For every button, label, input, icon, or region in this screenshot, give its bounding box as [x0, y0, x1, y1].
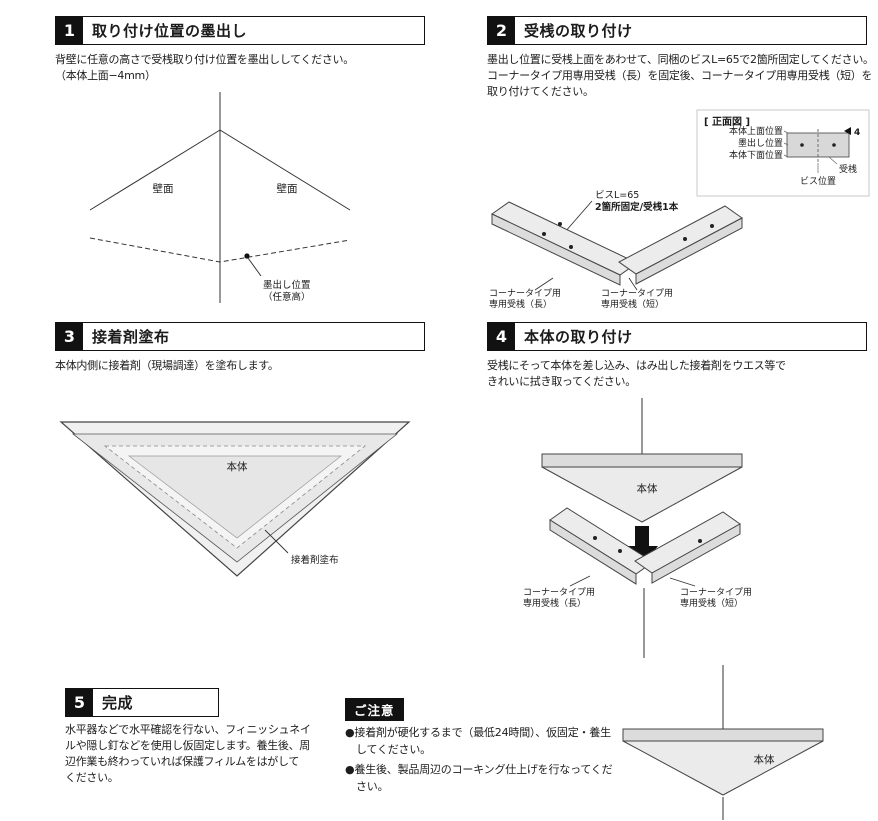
step-2-title: 受桟の取り付け [524, 22, 633, 40]
label-screw-position: ビス位置 [800, 175, 836, 187]
diagram-step1-marking: 壁面 壁面 墨出し位置 （任意高） [89, 92, 351, 303]
step-5-header: 5 完成 [65, 688, 219, 717]
body-panel-shape [59, 421, 411, 577]
body-shape [622, 728, 824, 796]
rail-short-shape [618, 205, 743, 285]
label-rail-long-1: コーナータイプ用 [523, 587, 595, 598]
step-1-body: 背壁に任意の高さで受桟取り付け位置を墨出ししてください。 （本体上面−4mm） [55, 53, 354, 82]
label-rail-short-2: 専用受桟（短） [601, 298, 664, 310]
glue-leader-line [264, 529, 289, 554]
step-1-number-badge: 1 [56, 17, 83, 44]
step-2-header: 2 受桟の取り付け [487, 16, 867, 45]
step-1-title: 取り付け位置の墨出し [92, 22, 248, 40]
label-rail-short-2: 専用受桟（短） [680, 597, 743, 609]
rail-label-leaders [569, 575, 696, 587]
wall-label-left: 壁面 [153, 182, 174, 195]
front-view-leaders [783, 130, 838, 173]
notice-item: ●接着剤が硬化するまで（最低24時間）、仮固定・養生してください。 [345, 726, 611, 756]
notice-title: ご注意 [345, 698, 404, 721]
marking-leader-line [247, 257, 262, 277]
label-marking-position: 墨出し位置 [738, 137, 783, 149]
diagram-step4-install: 本体 コーナータイプ用 専用受桟（長） コーナータイプ用 専用受桟（短） [523, 398, 752, 658]
step-3-number-badge: 3 [56, 323, 83, 350]
label-adhesive: 接着剤塗布 [291, 554, 339, 566]
rail-long-shape [491, 201, 638, 286]
dimension-value: 4 [854, 128, 860, 138]
dimension-arrow [844, 127, 851, 135]
step-5-title: 完成 [102, 694, 134, 712]
step-4-number-badge: 4 [488, 323, 515, 350]
notice-item: ●養生後、製品周辺のコーキング仕上げを行なってください。 [345, 763, 613, 793]
notice-box: ご注意 ●接着剤が硬化するまで（最低24時間）、仮固定・養生してください。 ●養… [345, 698, 613, 795]
step-5-body: 水平器などで水平確認を行ない、フィニッシュネイ ルや隠し釘などを使用し仮固定しま… [65, 723, 311, 784]
body-shape [541, 453, 743, 523]
rail-label-leaders [534, 277, 638, 291]
label-screw-type: ビスL=65 [595, 190, 639, 201]
marking-label-line2: （任意高） [263, 291, 311, 303]
step-3-title: 接着剤塗布 [92, 328, 170, 346]
front-view-screws [800, 143, 836, 147]
step-3-header: 3 接着剤塗布 [55, 322, 425, 351]
label-body: 本体 [227, 460, 248, 473]
label-rail-long-2: 専用受桟（長） [523, 597, 586, 609]
label-body-top-position: 本体上面位置 [729, 125, 783, 137]
screw-leader-line [564, 200, 593, 233]
step-4-header: 4 本体の取り付け [487, 322, 867, 351]
rail-screw-dots [542, 222, 714, 249]
diagram-step2-rails: [ 正面図 ] 本体上面位置 墨出し位置 本体下面位置 4 ビス位置 受桟 ビス… [489, 109, 870, 310]
step-3-body: 本体内側に接着剤（現場調達）を塗布します。 [55, 359, 279, 372]
label-rail: 受桟 [839, 163, 857, 175]
corner-wall-lines [89, 92, 351, 303]
label-body: 本体 [637, 482, 658, 495]
marking-label-line1: 墨出し位置 [263, 279, 311, 291]
label-rail-short-1: コーナータイプ用 [601, 288, 673, 299]
step-2-number-badge: 2 [488, 17, 515, 44]
diagram-step5-finished: 本体 [622, 665, 824, 820]
step-1-header: 1 取り付け位置の墨出し [55, 16, 425, 45]
rail-screw-dots [593, 536, 702, 553]
wall-label-right: 壁面 [277, 182, 298, 195]
front-view-title: [ 正面図 ] [704, 116, 750, 128]
step-4-title: 本体の取り付け [524, 328, 633, 346]
step-2-body: 墨出し位置に受桟上面をあわせて、同梱のビスL=65で2箇所固定してください。 コ… [487, 53, 874, 98]
label-rail-short-1: コーナータイプ用 [680, 587, 752, 598]
step-5-number-badge: 5 [66, 689, 93, 716]
step-4-body: 受桟にそって本体を差し込み、はみ出した接着剤をウエス等で きれいに拭き取ってくだ… [487, 359, 786, 388]
rail-short-shape [634, 511, 741, 584]
label-body: 本体 [754, 753, 775, 766]
diagram-step3-adhesive: 本体 接着剤塗布 [59, 421, 411, 577]
label-body-bottom-position: 本体下面位置 [729, 149, 783, 161]
label-rail-long-2: 専用受桟（長） [489, 298, 552, 310]
marking-dot [244, 253, 250, 259]
front-view-frame [696, 109, 870, 197]
label-rail-long-1: コーナータイプ用 [489, 288, 561, 299]
label-fixing-note: 2箇所固定/受桟1本 [595, 201, 679, 213]
